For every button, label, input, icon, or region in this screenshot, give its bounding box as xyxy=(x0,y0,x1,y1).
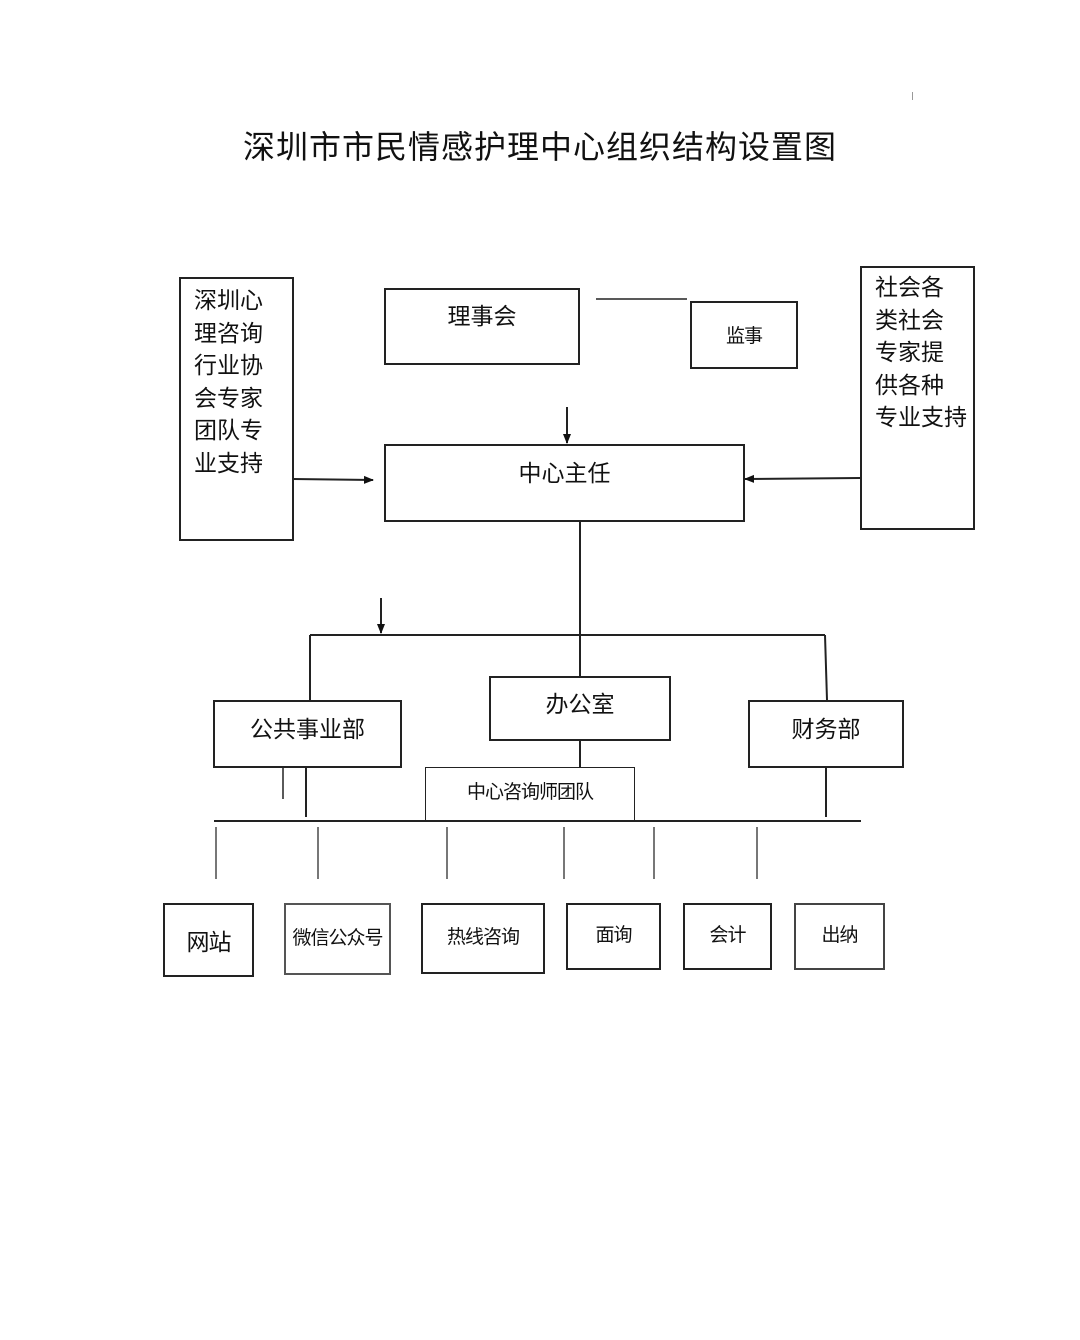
director-box: 中心主任 xyxy=(384,444,745,522)
public-dept-box: 公共事业部 xyxy=(213,700,402,768)
website-label: 网站 xyxy=(186,930,232,956)
website-box: 网站 xyxy=(163,903,254,977)
cashier-box: 出纳 xyxy=(794,903,885,970)
hotline-box: 热线咨询 xyxy=(421,903,545,974)
hotline-label: 热线咨询 xyxy=(446,926,520,948)
arrow-left-support xyxy=(292,475,374,484)
finance-dept-box: 财务部 xyxy=(748,700,904,768)
wechat-box: 微信公众号 xyxy=(284,903,391,975)
left-support-label: 深圳心 理咨询 行业协 会专家 团队专 业支持 xyxy=(194,288,263,477)
public-dept-label: 公共事业部 xyxy=(250,717,365,743)
drop-finance-dept xyxy=(824,634,828,701)
left-support-box: 深圳心 理咨询 行业协 会专家 团队专 业支持 xyxy=(179,277,294,541)
page-title: 深圳市市民情感护理中心组织结构设置图 xyxy=(242,128,837,166)
counselor-team-label: 中心咨询师团队 xyxy=(466,781,594,803)
accounting-label: 会计 xyxy=(709,924,746,946)
supervisor-box: 监事 xyxy=(690,301,798,369)
face-to-face-label: 面询 xyxy=(595,924,632,946)
wechat-label: 微信公众号 xyxy=(292,927,383,949)
board-label: 理事会 xyxy=(447,304,517,330)
corner-mark xyxy=(912,92,913,100)
director-label: 中心主任 xyxy=(518,461,611,487)
face-to-face-box: 面询 xyxy=(566,903,661,970)
cashier-label: 出纳 xyxy=(821,924,858,946)
arrow-right-support xyxy=(744,474,861,483)
accounting-box: 会计 xyxy=(683,903,772,970)
board-box: 理事会 xyxy=(384,288,580,365)
counselor-team-box: 中心咨询师团队 xyxy=(425,767,635,821)
right-support-label: 社会各 类社会 专家提 供各种 专业支持 xyxy=(875,275,967,431)
finance-dept-label: 财务部 xyxy=(791,717,861,743)
office-box: 办公室 xyxy=(489,676,671,741)
office-label: 办公室 xyxy=(545,692,615,718)
supervisor-label: 监事 xyxy=(725,325,763,347)
right-support-box: 社会各 类社会 专家提 供各种 专业支持 xyxy=(860,266,975,530)
